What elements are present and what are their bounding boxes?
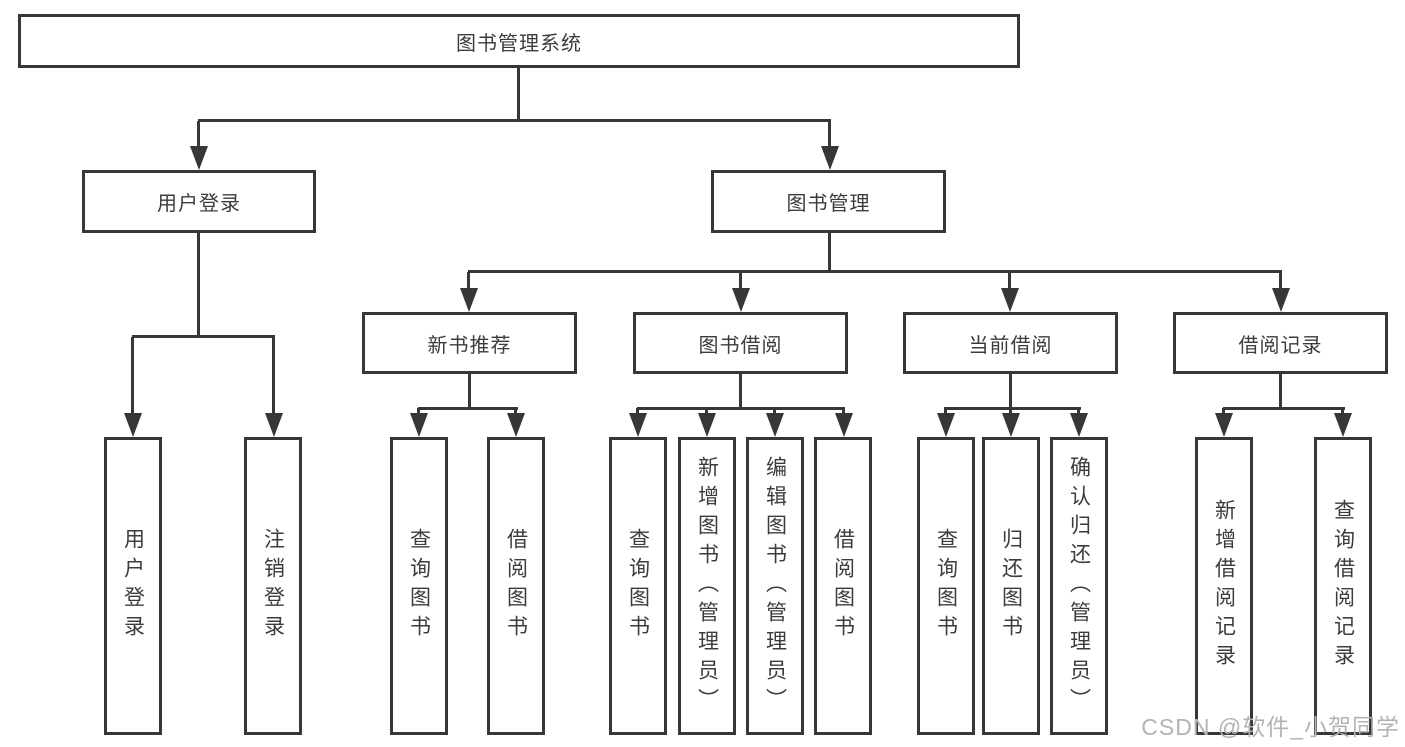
connector-root-vline <box>517 67 520 120</box>
leaf-query-books-current-label: 查询图书 <box>934 528 958 644</box>
connector-book-mgmt-hline <box>468 270 1282 273</box>
arrow-records-query <box>1341 408 1344 413</box>
arrow-to-leaf-user-login <box>131 337 134 413</box>
leaf-query-borrow-record: 查询借阅记录 <box>1314 437 1372 735</box>
connector-current-vline <box>1009 373 1012 407</box>
leaf-borrow-books-recommend: 借阅图书 <box>487 437 545 735</box>
leaf-confirm-return-admin-label: 确认归还（管理员） <box>1067 455 1091 717</box>
arrow-to-borrowing-records <box>1279 272 1282 288</box>
leaf-add-books-admin: 新增图书（管理员） <box>678 437 736 735</box>
arrow-current-query <box>944 408 947 413</box>
leaf-borrow-books-label: 借阅图书 <box>831 528 855 644</box>
node-book-borrowing: 图书借阅 <box>633 312 848 374</box>
leaf-logout-label: 注销登录 <box>261 528 285 644</box>
arrow-to-current-borrowing <box>1008 272 1011 288</box>
connector-user-login-vline <box>197 232 200 335</box>
arrow-records-add <box>1222 408 1225 413</box>
connector-user-login-hline <box>132 335 275 338</box>
arrow-to-leaf-logout <box>272 337 275 413</box>
leaf-query-books-current: 查询图书 <box>917 437 975 735</box>
connector-records-hline <box>1223 407 1345 410</box>
leaf-add-borrow-record: 新增借阅记录 <box>1195 437 1253 735</box>
arrow-to-book-management <box>828 121 831 146</box>
arrow-borrowing-edit <box>773 408 776 413</box>
leaf-return-books: 归还图书 <box>982 437 1040 735</box>
node-new-book-recommend: 新书推荐 <box>362 312 577 374</box>
connector-current-hline <box>944 407 1081 410</box>
arrow-to-book-borrowing <box>739 272 742 288</box>
leaf-logout: 注销登录 <box>244 437 302 735</box>
arrow-recommend-query <box>417 408 420 413</box>
csdn-watermark: CSDN @软件_小贺同学 <box>1141 714 1400 740</box>
connector-recommend-hline <box>418 407 518 410</box>
connector-recommend-vline <box>468 373 471 407</box>
leaf-borrow-books-recommend-label: 借阅图书 <box>504 528 528 644</box>
node-current-borrowing: 当前借阅 <box>903 312 1118 374</box>
leaf-query-books-recommend-label: 查询图书 <box>407 528 431 644</box>
arrow-borrowing-add <box>705 408 708 413</box>
leaf-user-login: 用户登录 <box>104 437 162 735</box>
arrow-current-confirm <box>1077 408 1080 413</box>
node-library-management-system: 图书管理系统 <box>18 14 1020 68</box>
arrow-borrowing-query <box>636 408 639 413</box>
arrow-borrowing-borrow <box>842 408 845 413</box>
leaf-edit-books-admin-label: 编辑图书（管理员） <box>763 455 787 717</box>
node-borrowing-records: 借阅记录 <box>1173 312 1388 374</box>
leaf-edit-books-admin: 编辑图书（管理员） <box>746 437 804 735</box>
connector-records-vline <box>1279 373 1282 407</box>
leaf-confirm-return-admin: 确认归还（管理员） <box>1050 437 1108 735</box>
connector-book-mgmt-vline <box>828 232 831 270</box>
arrow-to-user-login <box>197 121 200 146</box>
leaf-borrow-books: 借阅图书 <box>814 437 872 735</box>
leaf-query-borrow-record-label: 查询借阅记录 <box>1331 499 1355 673</box>
node-book-management: 图书管理 <box>711 170 946 233</box>
leaf-query-books-recommend: 查询图书 <box>390 437 448 735</box>
leaf-query-books-borrowing: 查询图书 <box>609 437 667 735</box>
connector-borrowing-vline <box>739 373 742 407</box>
leaf-add-books-admin-label: 新增图书（管理员） <box>695 455 719 717</box>
arrow-recommend-borrow <box>514 408 517 413</box>
node-user-login: 用户登录 <box>82 170 316 233</box>
connector-root-hline <box>198 119 831 122</box>
connector-borrowing-hline <box>637 407 845 410</box>
leaf-user-login-label: 用户登录 <box>121 528 145 644</box>
leaf-return-books-label: 归还图书 <box>999 528 1023 644</box>
leaf-query-books-borrowing-label: 查询图书 <box>626 528 650 644</box>
leaf-add-borrow-record-label: 新增借阅记录 <box>1212 499 1236 673</box>
arrow-current-return <box>1009 408 1012 413</box>
arrow-to-new-book-recommend <box>467 272 470 288</box>
